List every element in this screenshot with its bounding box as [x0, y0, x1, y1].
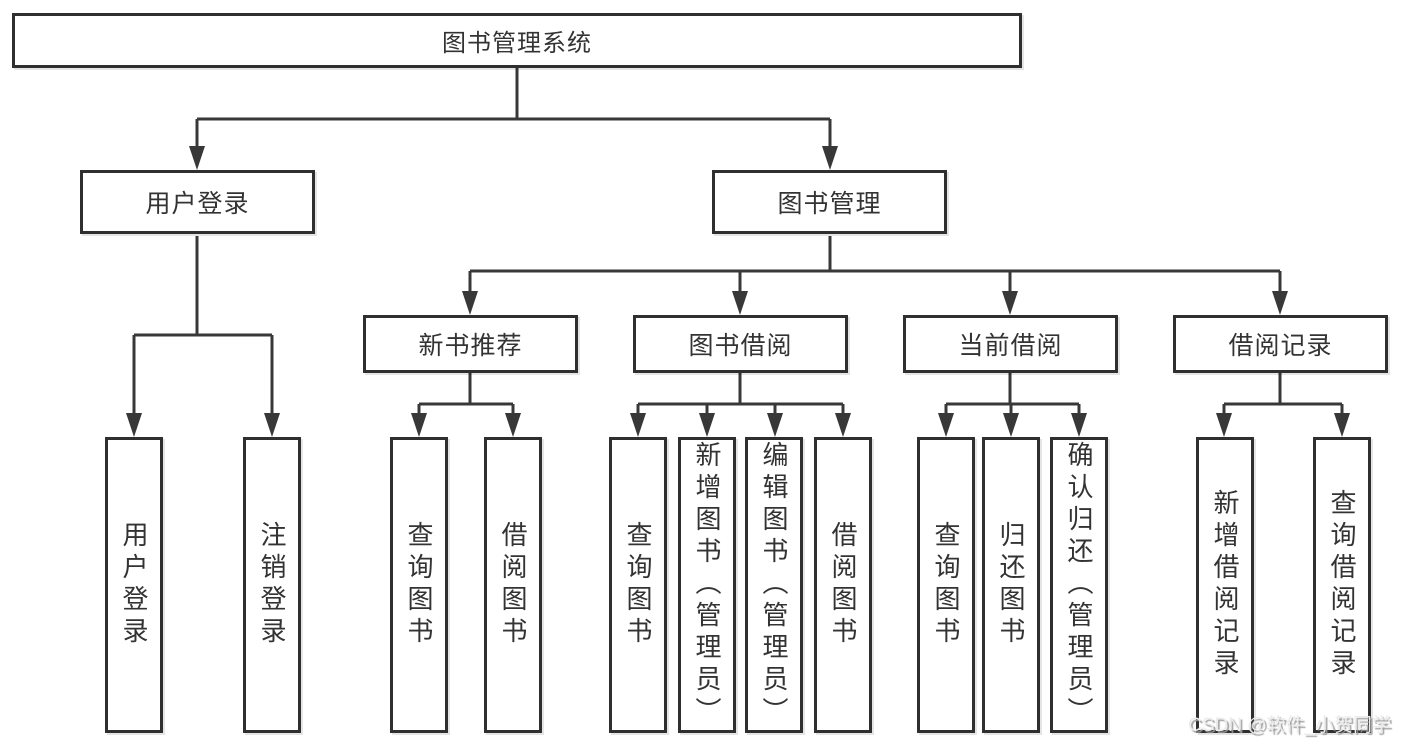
leaf-borrow-books-2-label: 借阅图书 — [828, 521, 858, 649]
node-book-management: 图书管理 — [712, 170, 947, 234]
leaf-return-book: 归还图书 — [982, 437, 1040, 733]
leaf-logout-label: 注销登录 — [257, 521, 287, 649]
node-book-borrow: 图书借阅 — [633, 315, 848, 373]
node-book-management-label: 图书管理 — [777, 190, 882, 218]
node-user-login: 用户登录 — [80, 170, 315, 234]
leaf-query-books-3-label: 查询图书 — [931, 521, 961, 649]
leaf-edit-book-admin-label: 编辑图书（管理员） — [759, 441, 789, 729]
leaf-borrow-books-2: 借阅图书 — [814, 437, 872, 733]
leaf-query-books-1-label: 查询图书 — [404, 521, 434, 649]
node-book-borrow-label: 图书借阅 — [688, 332, 793, 360]
node-root-label: 图书管理系统 — [442, 30, 592, 57]
node-root: 图书管理系统 — [12, 13, 1022, 68]
leaf-user-login: 用户登录 — [105, 437, 163, 733]
leaf-add-book-admin: 新增图书（管理员） — [678, 437, 736, 733]
leaf-add-borrow-record-label: 新增借阅记录 — [1210, 489, 1240, 681]
leaf-edit-book-admin: 编辑图书（管理员） — [745, 437, 803, 733]
leaf-logout: 注销登录 — [243, 437, 301, 733]
node-user-login-label: 用户登录 — [145, 190, 250, 218]
leaf-query-borrow-record-label: 查询借阅记录 — [1327, 489, 1357, 681]
node-new-book-recommend-label: 新书推荐 — [418, 332, 523, 360]
leaf-add-book-admin-label: 新增图书（管理员） — [692, 441, 722, 729]
leaf-query-books-1: 查询图书 — [390, 437, 448, 733]
leaf-borrow-books-1-label: 借阅图书 — [498, 521, 528, 649]
leaf-user-login-label: 用户登录 — [119, 521, 149, 649]
node-new-book-recommend: 新书推荐 — [363, 315, 578, 373]
leaf-query-books-2-label: 查询图书 — [623, 521, 653, 649]
node-current-borrow: 当前借阅 — [903, 315, 1118, 373]
leaf-query-books-3: 查询图书 — [917, 437, 975, 733]
leaf-return-book-label: 归还图书 — [996, 521, 1026, 649]
leaf-query-borrow-record: 查询借阅记录 — [1313, 437, 1371, 733]
leaf-borrow-books-1: 借阅图书 — [484, 437, 542, 733]
node-current-borrow-label: 当前借阅 — [958, 332, 1063, 360]
leaf-add-borrow-record: 新增借阅记录 — [1196, 437, 1254, 733]
leaf-confirm-return-admin-label: 确认归还（管理员） — [1064, 441, 1094, 729]
csdn-watermark: CSDN @软件_小贺同学 — [1188, 715, 1391, 736]
node-borrow-records: 借阅记录 — [1173, 315, 1388, 373]
leaf-confirm-return-admin: 确认归还（管理员） — [1050, 437, 1108, 733]
node-borrow-records-label: 借阅记录 — [1228, 332, 1333, 360]
leaf-query-books-2: 查询图书 — [609, 437, 667, 733]
